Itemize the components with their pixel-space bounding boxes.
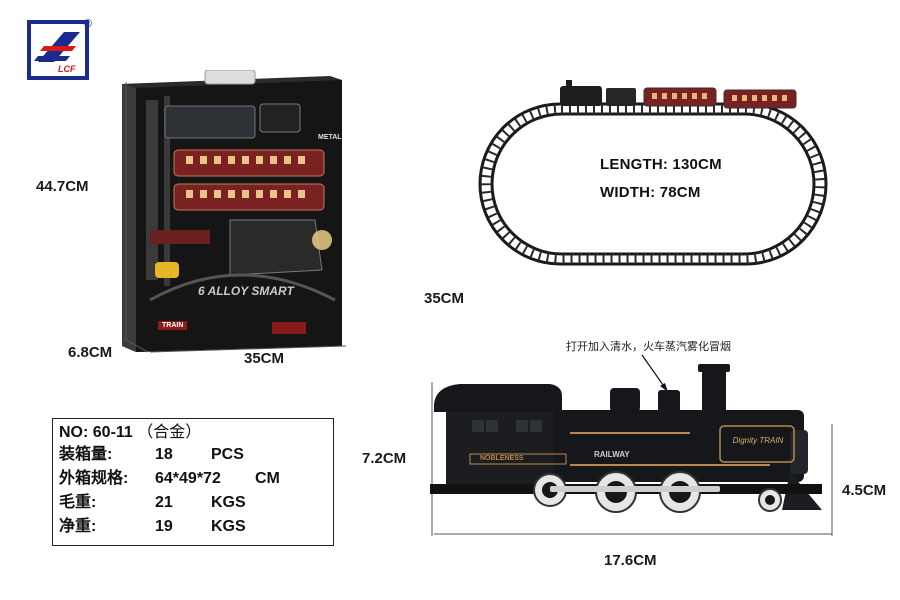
spec-row-unit: PCS: [211, 446, 244, 463]
track-length-label: LENGTH: 130CM: [600, 156, 722, 173]
registered-mark: ®: [84, 18, 93, 30]
locomotive-illustration: [430, 364, 822, 513]
spec-row-label: 装箱量:: [59, 446, 113, 463]
logo-text: LCF: [58, 64, 76, 74]
spec-model-material: （合金）: [137, 424, 202, 441]
loco-height-label: 7.2CM: [362, 450, 407, 467]
locomotive: NOBLENESS RAILWAY Dignity TRAIN: [430, 360, 822, 520]
loco-nameplate: NOBLENESS: [480, 455, 524, 462]
spec-row-qty: 64*49*72: [155, 470, 221, 487]
loco-railway-text: RAILWAY: [594, 450, 630, 459]
spec-row-label: 净重:: [59, 518, 97, 535]
track-train: [560, 80, 797, 109]
track-below-label: 35CM: [424, 290, 465, 307]
spec-row-qty: 21: [155, 494, 173, 511]
spec-model-number: NO: 60-11: [59, 424, 133, 441]
steam-note: 打开加入清水，火车蒸汽雾化冒烟: [566, 340, 731, 353]
box-height-label: 44.7CM: [36, 178, 89, 195]
box-metal-text: METAL: [318, 134, 342, 141]
box-illustration: [122, 69, 342, 352]
spec-row-qty: 18: [155, 446, 173, 463]
box-badge-text: 6 ALLOY SMART: [198, 284, 294, 298]
spec-box: NO: 60-11 （合金） 装箱量: 18 PCS 外箱规格: 64*49*7…: [52, 418, 334, 546]
box-width-label: 35CM: [244, 350, 285, 367]
spec-row-qty: 19: [155, 518, 173, 535]
loco-brand-text: Dignity TRAIN: [732, 436, 784, 445]
spec-row: 装箱量: 18 PCS: [59, 443, 333, 467]
track-illustration: [478, 80, 828, 266]
spec-row-unit: KGS: [211, 494, 246, 511]
loco-length-label: 17.6CM: [604, 552, 657, 569]
box-depth-label: 6.8CM: [68, 344, 113, 361]
product-box: 6 ALLOY SMART METAL TRAIN: [110, 69, 350, 360]
spec-row-unit: KGS: [211, 518, 246, 535]
brand-logo: LCF ®: [24, 18, 96, 82]
brand-logo-icon: [27, 20, 89, 80]
spec-row: 外箱规格: 64*49*72 CM: [59, 467, 333, 491]
spec-row-label: 外箱规格:: [59, 470, 129, 487]
spec-model-row: NO: 60-11 （合金）: [59, 423, 333, 443]
box-train-tag: TRAIN: [158, 321, 188, 330]
spec-row-label: 毛重:: [59, 494, 97, 511]
oval-track: [468, 76, 838, 276]
track-width-label: WIDTH: 78CM: [600, 184, 701, 201]
spec-row: 净重: 19 KGS: [59, 515, 333, 539]
spec-row: 毛重: 21 KGS: [59, 491, 333, 515]
loco-side-height-label: 4.5CM: [842, 482, 887, 499]
spec-row-unit: CM: [255, 470, 280, 487]
